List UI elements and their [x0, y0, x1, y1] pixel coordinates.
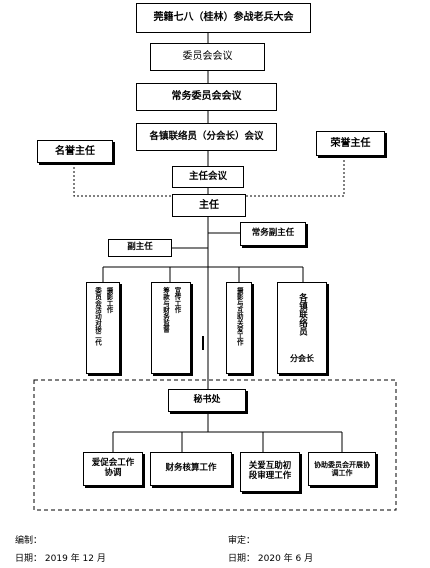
deputy-role-text: 筹款与财务监督 [161, 287, 170, 333]
director-text: 主任 [199, 199, 219, 211]
deputy-role-text: 摄影与互助关爱工作 [235, 287, 244, 346]
bottom-unit-box-2: 财务核算工作 [150, 452, 232, 486]
honorary-left-text: 名誉主任 [55, 145, 95, 157]
bottom-unit-text: 关爱互助初段审理工作 [248, 461, 292, 481]
bottom-unit-text: 财务核算工作 [165, 463, 217, 474]
honorary-left-connector [73, 163, 172, 197]
footer-date-right-value: 2020 年 6 月 [257, 554, 314, 564]
footer-editor-label: 编制： [15, 536, 43, 546]
bottom-unit-text: 协助委员会开展协调工作 [314, 460, 370, 477]
director-meeting-text: 主任会议 [188, 170, 227, 182]
executive-deputy-box: 常务副主任 [240, 222, 306, 246]
standing-committee-box: 常务委员会会议 [136, 83, 277, 111]
footer-date-left-label: 日期： [15, 554, 43, 564]
deputy-role-text: 摄影工作 [104, 287, 113, 313]
committee-text: 委员会会议 [182, 51, 233, 63]
top-title-box: 莞籍七八（桂林）参战老兵大会 [136, 3, 311, 33]
liaison-text: 各镇联络员（分会长）会议 [149, 130, 264, 142]
honorary-right-text: 荣誉主任 [330, 137, 371, 149]
footer-reviewer-label: 审定： [228, 536, 256, 546]
executive-deputy-text: 常务副主任 [251, 228, 295, 239]
honorary-right-connector [246, 156, 345, 197]
deputy-role-text: 分会长 [290, 353, 314, 363]
deputy-role-box-4: 各镇联络员 分会长 [277, 282, 327, 374]
secretariat-box: 秘书处 [168, 389, 246, 412]
liaison-box: 各镇联络员（分会长）会议 [136, 123, 277, 151]
deputy-role-box-2: 筹款与财务监督 宣传工作 [151, 282, 191, 374]
footer-editor: 编制： [15, 533, 45, 546]
honorary-left-box: 名誉主任 [37, 140, 113, 163]
bottom-unit-box-3: 关爱互助初段审理工作 [240, 452, 300, 492]
committee-box: 委员会会议 [150, 43, 265, 71]
standing-committee-text: 常务委员会会议 [171, 91, 242, 103]
footer-date-left: 日期： 2019 年 12 月 [15, 551, 106, 564]
secretariat-text: 秘书处 [193, 395, 221, 406]
director-meeting-box: 主任会议 [172, 166, 244, 188]
secretariat-frame [33, 379, 397, 511]
bottom-unit-box-1: 爱促会工作协调 [83, 452, 143, 486]
deputy-role-text: 宣传工作 [172, 287, 181, 313]
footer-date-right-label: 日期： [228, 554, 256, 564]
footer-reviewer: 审定： [228, 533, 258, 546]
director-box: 主任 [172, 194, 246, 217]
deputy-role-box-1: 委员会活动对接二代 摄影工作 [86, 282, 120, 374]
deputy-box: 副主任 [108, 239, 172, 257]
top-title-text: 莞籍七八（桂林）参战老兵大会 [153, 12, 294, 24]
deputy-role-box-3: 摄影与互助关爱工作 [226, 282, 252, 374]
deputy-role-text: 委员会活动对接二代 [93, 287, 102, 346]
bottom-unit-text: 爱促会工作协调 [91, 458, 135, 478]
bottom-unit-box-4: 协助委员会开展协调工作 [308, 452, 376, 486]
deputy-text: 副主任 [127, 242, 153, 253]
honorary-right-box: 荣誉主任 [316, 131, 385, 156]
footer-date-left-value: 2019 年 12 月 [44, 554, 106, 564]
spine-mark [202, 336, 204, 350]
deputy-role-text: 各镇联络员 [297, 293, 308, 336]
footer-date-right: 日期： 2020 年 6 月 [228, 551, 313, 564]
